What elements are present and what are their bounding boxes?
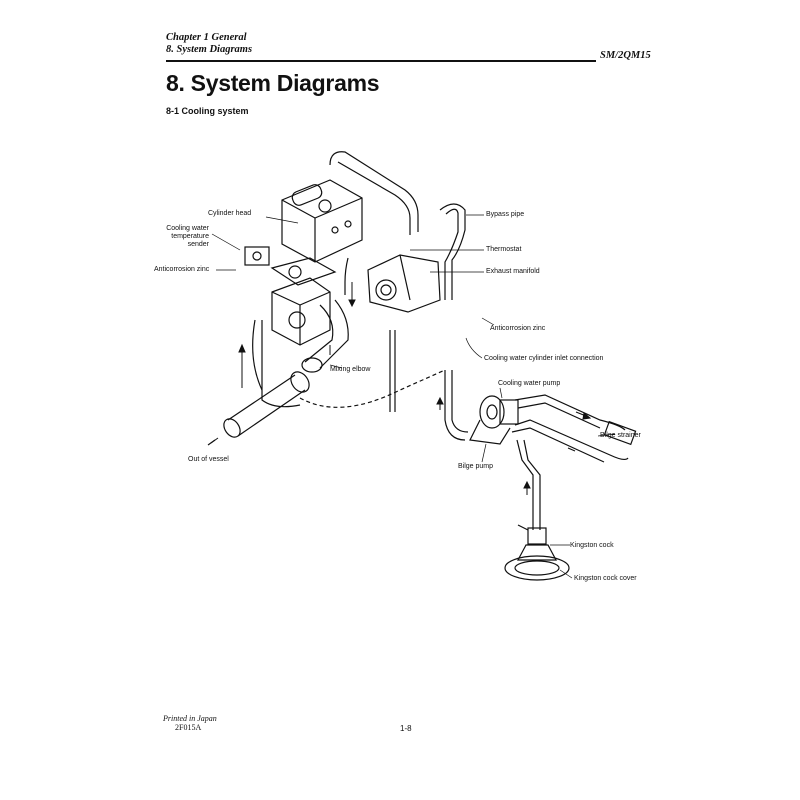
label-thermostat: Thermostat — [486, 246, 522, 253]
label-bilge-pump: Bilge pump — [458, 463, 494, 470]
header-section: 8. System Diagrams — [166, 44, 253, 55]
label-cylinder-head: Cylinder head — [208, 210, 252, 217]
label-cooling-water-inlet: Cooling water cylinder inlet connection — [484, 355, 604, 362]
label-line: sender — [187, 241, 209, 248]
label-line: Cooling water — [166, 225, 209, 232]
footer-printed: Printed in Japan — [163, 714, 217, 723]
section-subtitle: 8-1 Cooling system — [166, 106, 249, 116]
bilge-strainer — [603, 420, 637, 446]
label-anticorrosion-zinc-right: Anticorrosion zinc — [490, 325, 546, 332]
label-kingston-cock: Kingston cock — [570, 542, 614, 549]
cylinder-block — [271, 277, 331, 346]
bypass-pipe — [329, 151, 419, 232]
label-anticorrosion-zinc-left: Anticorrosion zinc — [154, 266, 210, 273]
exhaust-manifold — [367, 254, 441, 313]
header-model: SM/2QM15 — [600, 50, 651, 61]
label-bilge-strainer: Bilge strainer — [600, 432, 641, 439]
cylinder-head — [281, 179, 363, 263]
label-cooling-water-pump: Cooling water pump — [498, 380, 561, 387]
temp-sender-plate — [244, 246, 270, 266]
label-line: temperature — [171, 233, 209, 240]
label-cooling-water-temp-sender: Cooling water temperature sender — [155, 225, 209, 249]
exhaust-hose — [227, 374, 306, 437]
header-rule — [166, 60, 596, 62]
footer-code: 2F015A — [175, 723, 202, 732]
mixing-elbow — [319, 299, 349, 369]
label-bypass-pipe: Bypass pipe — [486, 211, 525, 218]
label-mixing-elbow: Mixing elbow — [330, 366, 371, 373]
label-out-of-vessel: Out of vessel — [188, 456, 229, 463]
kingston-cock — [504, 524, 570, 581]
label-kingston-cock-cover: Kingston cock cover — [574, 575, 637, 582]
label-exhaust-manifold: Exhaust manifold — [486, 268, 540, 275]
header-chapter: Chapter 1 General — [166, 32, 247, 43]
cylinder-gasket — [270, 257, 337, 286]
cooling-water-pump — [469, 395, 519, 445]
page-title: 8. System Diagrams — [166, 70, 380, 96]
page-number: 1-8 — [400, 724, 412, 733]
